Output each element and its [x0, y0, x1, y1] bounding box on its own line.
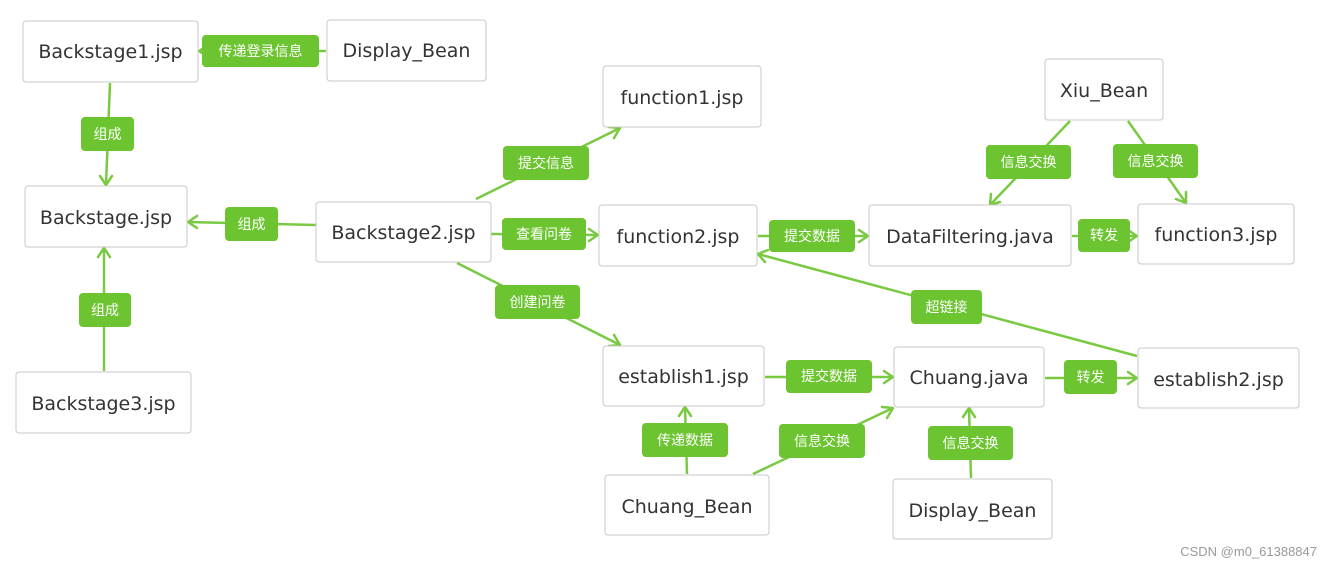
node-backstage1[interactable]: Backstage1.jsp — [22, 20, 199, 83]
svg-text:组成: 组成 — [94, 127, 122, 143]
edge-label-displaybottom-to-chuang: 信息交换 — [928, 426, 1013, 460]
node-backstage[interactable]: Backstage.jsp — [24, 185, 188, 248]
svg-text:提交数据: 提交数据 — [801, 368, 857, 385]
svg-text:转发: 转发 — [1077, 370, 1105, 386]
edge-label-backstage2-to-backstage: 组成 — [225, 207, 278, 241]
node-function2[interactable]: function2.jsp — [598, 204, 758, 267]
node-establish1[interactable]: establish1.jsp — [602, 345, 765, 407]
node-datafiltering[interactable]: DataFiltering.java — [868, 204, 1072, 267]
node-backstage3[interactable]: Backstage3.jsp — [15, 371, 192, 434]
svg-text:DataFiltering.java: DataFiltering.java — [886, 226, 1054, 248]
svg-text:Chuang.java: Chuang.java — [910, 367, 1029, 389]
edge-label-xiu-to-function3: 信息交换 — [1113, 144, 1198, 178]
node-establish2[interactable]: establish2.jsp — [1137, 347, 1300, 409]
edge-label-establish2-to-function2: 超链接 — [911, 290, 982, 324]
edge-label-datafiltering-to-function3: 转发 — [1078, 219, 1130, 252]
edge-labels: 传递登录信息 组成 组成 组成 提交信息 查看问卷 创建问卷 提交数据 — [79, 35, 1198, 460]
svg-text:establish2.jsp: establish2.jsp — [1153, 369, 1284, 391]
node-chuang-java[interactable]: Chuang.java — [893, 346, 1045, 408]
svg-text:Backstage3.jsp: Backstage3.jsp — [31, 393, 175, 415]
svg-text:信息交换: 信息交换 — [794, 433, 850, 450]
svg-text:组成: 组成 — [238, 217, 266, 233]
edge-label-chuangbean-to-chuang: 信息交换 — [779, 424, 865, 458]
edge-label-backstage2-to-function1: 提交信息 — [503, 146, 589, 180]
node-backstage2[interactable]: Backstage2.jsp — [315, 201, 492, 263]
edge-label-backstage2-to-function2: 查看问卷 — [502, 218, 586, 250]
svg-text:传递登录信息: 传递登录信息 — [219, 43, 303, 60]
svg-text:function2.jsp: function2.jsp — [617, 226, 740, 248]
svg-text:Backstage.jsp: Backstage.jsp — [40, 207, 172, 229]
svg-text:提交信息: 提交信息 — [518, 155, 574, 172]
svg-text:信息交换: 信息交换 — [943, 435, 999, 452]
svg-text:超链接: 超链接 — [926, 299, 968, 316]
node-display-bean-bottom[interactable]: Display_Bean — [892, 478, 1053, 540]
edge-label-backstage3-to-backstage: 组成 — [79, 293, 131, 327]
svg-text:转发: 转发 — [1090, 228, 1118, 244]
svg-text:Backstage2.jsp: Backstage2.jsp — [331, 222, 475, 244]
node-display-bean-top[interactable]: Display_Bean — [326, 19, 487, 82]
edge-label-xiu-to-datafiltering: 信息交换 — [986, 145, 1071, 179]
node-function3[interactable]: function3.jsp — [1137, 203, 1295, 265]
svg-text:Display_Bean: Display_Bean — [343, 40, 471, 62]
svg-text:传递数据: 传递数据 — [657, 433, 713, 449]
watermark: CSDN @m0_61388847 — [1180, 544, 1317, 559]
svg-text:Backstage1.jsp: Backstage1.jsp — [38, 41, 182, 63]
svg-text:function1.jsp: function1.jsp — [621, 87, 744, 109]
svg-text:function3.jsp: function3.jsp — [1155, 224, 1278, 246]
edge-label-chuangbean-to-establish1: 传递数据 — [642, 423, 728, 457]
node-chuang-bean[interactable]: Chuang_Bean — [604, 474, 770, 536]
svg-text:提交数据: 提交数据 — [784, 228, 840, 245]
svg-text:信息交换: 信息交换 — [1001, 154, 1057, 171]
node-xiu-bean[interactable]: Xiu_Bean — [1044, 58, 1164, 121]
svg-text:Chuang_Bean: Chuang_Bean — [621, 496, 752, 518]
nodes: Backstage1.jsp Display_Bean Backstage.js… — [15, 19, 1300, 540]
edge-label-establish1-to-chuang: 提交数据 — [786, 360, 872, 393]
svg-text:Display_Bean: Display_Bean — [909, 500, 1037, 522]
edge-label-backstage2-to-establish1: 创建问卷 — [495, 285, 580, 319]
svg-text:查看问卷: 查看问卷 — [516, 227, 572, 243]
svg-text:信息交换: 信息交换 — [1128, 153, 1184, 170]
edge-label-function2-to-datafiltering: 提交数据 — [769, 220, 855, 252]
edge-label-chuang-to-establish2: 转发 — [1064, 360, 1117, 394]
node-function1[interactable]: function1.jsp — [602, 65, 762, 128]
svg-text:创建问卷: 创建问卷 — [510, 295, 566, 311]
svg-text:组成: 组成 — [91, 303, 119, 319]
edge-label-backstage1-to-backstage: 组成 — [81, 117, 134, 151]
svg-text:Xiu_Bean: Xiu_Bean — [1060, 80, 1148, 102]
edge-label-display-to-backstage1: 传递登录信息 — [202, 35, 319, 67]
svg-text:establish1.jsp: establish1.jsp — [618, 366, 749, 388]
